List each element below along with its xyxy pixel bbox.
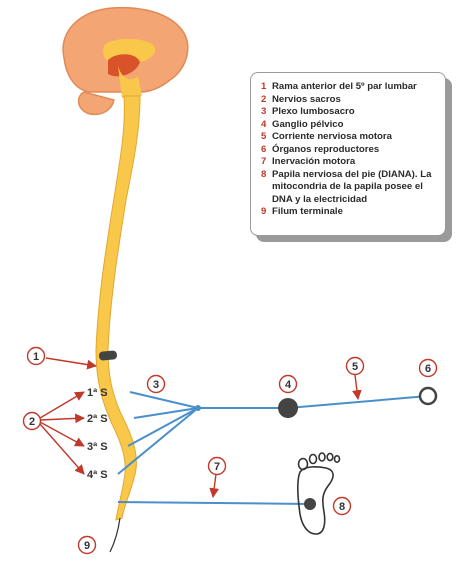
marker-2: 2: [22, 411, 42, 431]
svg-text:3: 3: [153, 379, 159, 391]
sacral-label-2: 2ª S: [87, 413, 108, 425]
marker-3: 3: [146, 374, 166, 394]
svg-text:1: 1: [33, 351, 39, 363]
marker-4: 4: [278, 374, 298, 394]
sacral-label-3: 3ª S: [87, 441, 108, 453]
svg-text:8: 8: [339, 501, 345, 513]
sacral-label-4: 4ª S: [87, 469, 108, 481]
marker-8: 8: [332, 496, 352, 516]
marker-6: 6: [418, 358, 438, 378]
svg-text:7: 7: [214, 461, 220, 473]
marker-5: 5: [345, 356, 365, 376]
foot-icon: [296, 452, 341, 535]
brain-illustration: [62, 6, 189, 116]
marker-7: 7: [207, 456, 227, 476]
reproductive-organs-node: [418, 386, 438, 406]
svg-text:9: 9: [84, 540, 90, 552]
pelvic-ganglion-node: [278, 398, 298, 418]
nerve-lines: [117, 391, 429, 505]
marker-1: 1: [26, 346, 46, 366]
marker-9: 9: [77, 535, 97, 555]
sacral-label-1: 1ª S: [87, 387, 108, 399]
svg-text:4: 4: [285, 379, 292, 391]
annotation-arrows: [39, 357, 362, 498]
foot-papilla-node: [304, 498, 316, 510]
plexus-node: [195, 405, 201, 411]
svg-text:2: 2: [29, 416, 35, 428]
svg-text:5: 5: [352, 361, 358, 373]
spinal-cord: [95, 95, 141, 553]
svg-text:6: 6: [425, 363, 431, 375]
